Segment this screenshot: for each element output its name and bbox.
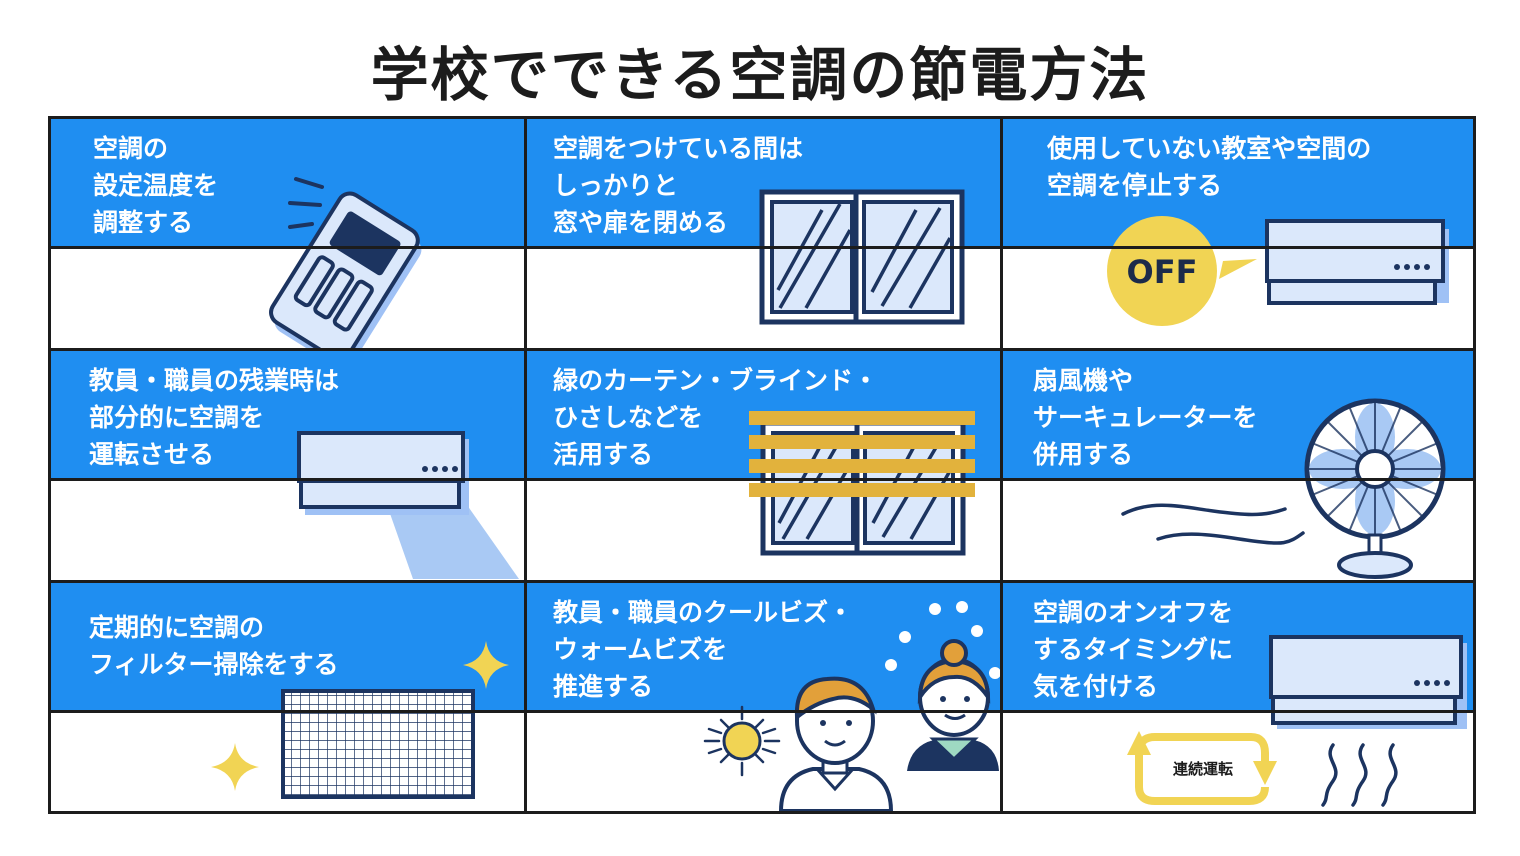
tip-card-fan: 扇風機や サーキュレーターを 併用する (1003, 351, 1473, 580)
air-conditioner-off-icon: OFF (1107, 216, 1449, 326)
remote-control-icon (269, 177, 422, 348)
air-conditioner-airflow-icon (297, 431, 519, 579)
tip-card-stop-unused: 使用していない教室や空間の 空調を停止する OFF (1003, 119, 1473, 348)
band-divider (51, 478, 1473, 481)
tip-card-filter-cleaning: 定期的に空調の フィルター掃除をする (51, 583, 524, 811)
band-divider (51, 710, 1473, 713)
off-badge: OFF (1127, 253, 1198, 291)
tip-text: 扇風機や サーキュレーターを 併用する (1033, 366, 1258, 469)
tip-card-blinds: 緑のカーテン・ブラインド・ ひさしなどを 活用する (527, 351, 1000, 580)
tip-card-thermostat: 空調の 設定温度を 調整する (51, 119, 524, 348)
tip-card-cool-biz: 教員・職員のクールビズ・ ウォームビズを 推進する (527, 583, 1000, 811)
band-divider (51, 246, 1473, 249)
staff-people-icon (703, 601, 1000, 811)
tip-text: 緑のカーテン・ブラインド・ ひさしなどを 活用する (553, 366, 879, 469)
tip-band (51, 119, 524, 246)
grid-divider (1000, 119, 1003, 811)
tip-card-partial-operation: 教員・職員の残業時は 部分的に空調を 運転させる (51, 351, 524, 580)
tip-text: 空調をつけている間は しっかりと 窓や扉を閉める (553, 134, 804, 237)
tip-band (51, 583, 524, 710)
window-icon (759, 189, 965, 325)
tip-text: 教員・職員の残業時は 部分的に空調を 運転させる (89, 366, 340, 469)
tip-text: 空調のオンオフを するタイミングに 気を付ける (1033, 598, 1234, 701)
window-blind-icon (749, 411, 975, 556)
tip-text: 空調の 設定温度を 調整する (93, 134, 219, 237)
tip-text: 使用していない教室や空間の 空調を停止する (1047, 134, 1372, 200)
tip-text: 教員・職員のクールビズ・ ウォームビズを 推進する (553, 598, 854, 701)
tips-grid: 空調の 設定温度を 調整する 空調をつけている間は しっかりと (48, 116, 1476, 814)
tip-card-close-windows: 空調をつけている間は しっかりと 窓や扉を閉める (527, 119, 1000, 348)
tip-text: 定期的に空調の フィルター掃除をする (89, 613, 339, 679)
grid-divider (51, 580, 1473, 583)
page-title: 学校でできる空調の節電方法 (370, 41, 1150, 109)
tip-card-on-off-timing: 空調のオンオフを するタイミングに 気を付ける 連続運転 (1003, 583, 1473, 811)
grid-divider (524, 119, 527, 811)
grid-divider (51, 348, 1473, 351)
continuous-operation-label: 連続運転 (1173, 760, 1233, 778)
